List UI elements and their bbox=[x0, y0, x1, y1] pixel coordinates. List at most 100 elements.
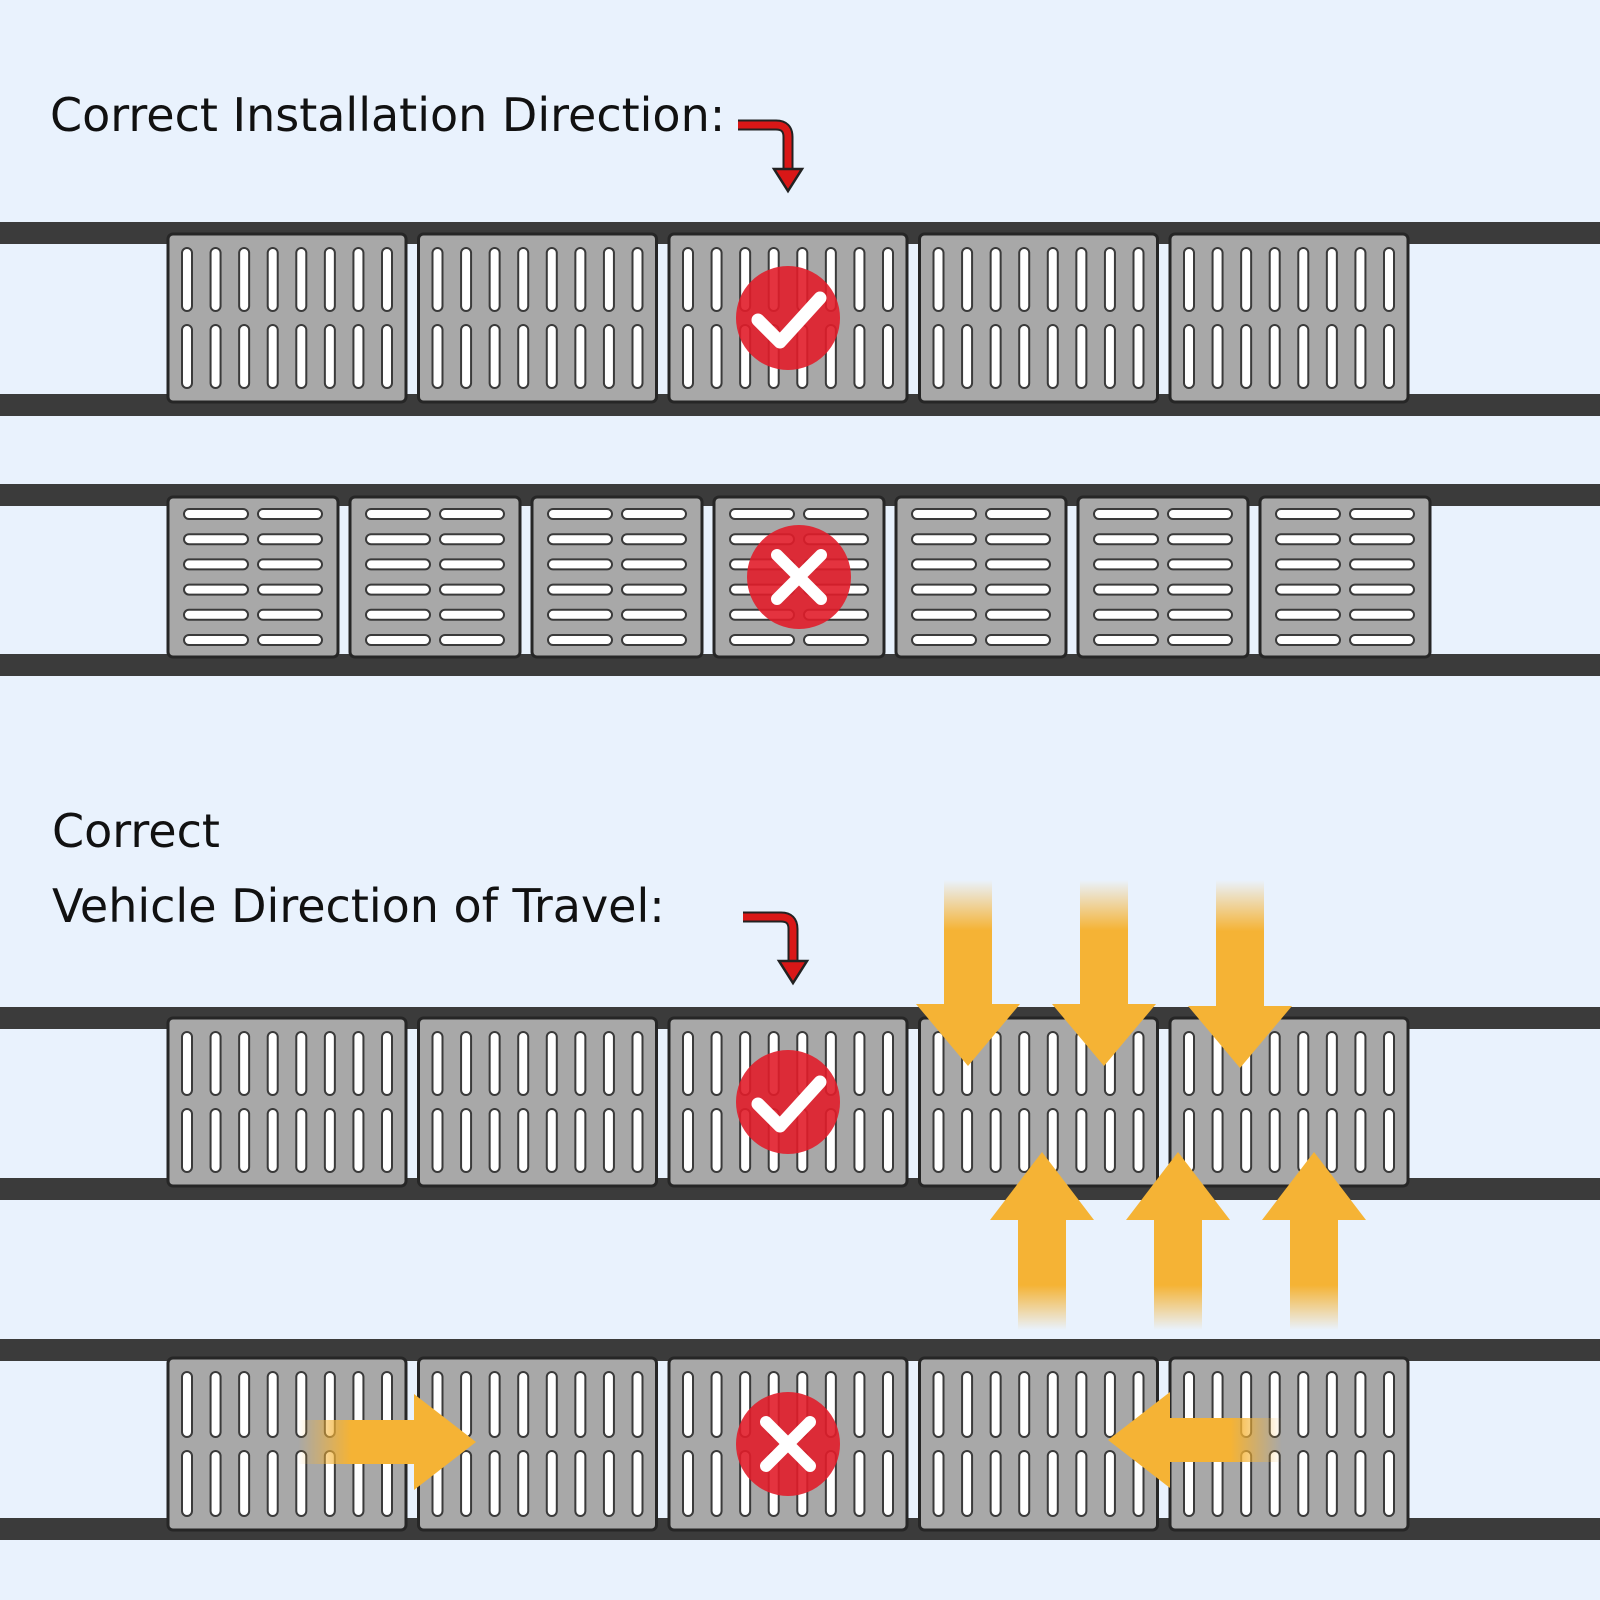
slot bbox=[1018, 1450, 1031, 1517]
panel-rows bbox=[0, 222, 1600, 1540]
slot bbox=[911, 583, 977, 596]
panel-row-travel-wrong bbox=[0, 1339, 1600, 1540]
slot bbox=[853, 1031, 866, 1096]
slot bbox=[439, 583, 505, 596]
slot bbox=[238, 324, 251, 389]
slot bbox=[989, 1108, 1002, 1173]
slot bbox=[932, 324, 945, 389]
slot bbox=[803, 634, 869, 646]
slot bbox=[621, 533, 687, 546]
arrow-shaft bbox=[1154, 1218, 1202, 1330]
slot bbox=[1093, 583, 1159, 596]
slot bbox=[710, 247, 723, 312]
slot bbox=[1268, 1031, 1281, 1096]
slot bbox=[1075, 247, 1088, 312]
slot bbox=[602, 1450, 615, 1517]
slot bbox=[295, 1108, 308, 1173]
slot bbox=[1325, 1371, 1338, 1438]
correct-badge bbox=[736, 266, 840, 370]
slot bbox=[1297, 1031, 1310, 1096]
badge-circle bbox=[736, 1050, 840, 1154]
slot bbox=[517, 324, 530, 389]
slot bbox=[803, 508, 869, 520]
slot bbox=[1018, 324, 1031, 389]
slot bbox=[209, 247, 222, 312]
slot bbox=[682, 324, 694, 389]
slot bbox=[1349, 508, 1415, 520]
slot bbox=[574, 1371, 587, 1438]
slot bbox=[209, 324, 222, 389]
arrow-head bbox=[1126, 1152, 1230, 1220]
slot bbox=[1103, 247, 1116, 312]
vehicle-direction-heading-line1: Correct bbox=[52, 804, 220, 858]
grate-panel bbox=[1168, 1356, 1410, 1532]
slot bbox=[710, 324, 723, 389]
slot bbox=[602, 1371, 615, 1438]
slot bbox=[985, 583, 1051, 596]
slot bbox=[1297, 324, 1310, 389]
slot bbox=[682, 247, 694, 312]
slot bbox=[932, 1371, 945, 1438]
slot bbox=[323, 1031, 336, 1096]
slot bbox=[1018, 1371, 1031, 1438]
slot bbox=[989, 247, 1002, 312]
slot bbox=[547, 533, 613, 546]
slot bbox=[238, 1450, 251, 1517]
slot bbox=[323, 247, 336, 312]
slot bbox=[882, 1108, 894, 1173]
slot bbox=[1183, 247, 1195, 312]
panel-body bbox=[348, 495, 522, 659]
slot bbox=[710, 1031, 723, 1096]
slot bbox=[932, 1450, 945, 1517]
slot bbox=[266, 324, 279, 389]
slot bbox=[439, 508, 505, 520]
checkmark-icon bbox=[751, 1075, 827, 1133]
slot bbox=[547, 634, 613, 646]
slot bbox=[1354, 247, 1367, 312]
slot bbox=[985, 558, 1051, 571]
slot bbox=[1325, 1108, 1338, 1173]
slot bbox=[209, 1031, 222, 1096]
slot bbox=[631, 1031, 644, 1096]
slot bbox=[1383, 247, 1395, 312]
slot bbox=[961, 1450, 974, 1517]
slot bbox=[183, 533, 249, 546]
slot bbox=[1075, 1108, 1088, 1173]
slot bbox=[621, 608, 687, 621]
installation-direction-heading: Correct Installation Direction: bbox=[50, 88, 726, 142]
arrow-shaft bbox=[1290, 1218, 1338, 1330]
slot bbox=[266, 1031, 279, 1096]
slot bbox=[517, 1371, 530, 1438]
slot bbox=[1046, 1031, 1059, 1096]
slot bbox=[257, 634, 323, 646]
slot bbox=[911, 508, 977, 520]
slot bbox=[545, 247, 558, 312]
slot bbox=[352, 1108, 365, 1173]
slot bbox=[574, 1450, 587, 1517]
slot bbox=[365, 558, 431, 571]
traffic-arrow-icon bbox=[1188, 880, 1292, 1068]
slot bbox=[911, 608, 977, 621]
slot bbox=[1093, 608, 1159, 621]
panel-body bbox=[417, 232, 658, 404]
slot bbox=[1103, 1108, 1116, 1173]
slot bbox=[545, 1450, 558, 1517]
slot bbox=[682, 1450, 694, 1517]
slot bbox=[431, 1031, 444, 1096]
slot bbox=[1167, 634, 1233, 646]
slot bbox=[266, 1450, 279, 1517]
slot bbox=[1167, 558, 1233, 571]
slot bbox=[257, 558, 323, 571]
slot bbox=[381, 324, 393, 389]
slot bbox=[181, 1371, 193, 1438]
slot bbox=[352, 1031, 365, 1096]
slot bbox=[439, 558, 505, 571]
slot bbox=[602, 1031, 615, 1096]
slot bbox=[631, 1450, 644, 1517]
wrong-badge bbox=[736, 1392, 840, 1496]
slot bbox=[257, 508, 323, 520]
panel-body bbox=[1168, 232, 1410, 404]
slot bbox=[517, 1108, 530, 1173]
slot bbox=[1167, 533, 1233, 546]
slot bbox=[1325, 324, 1338, 389]
